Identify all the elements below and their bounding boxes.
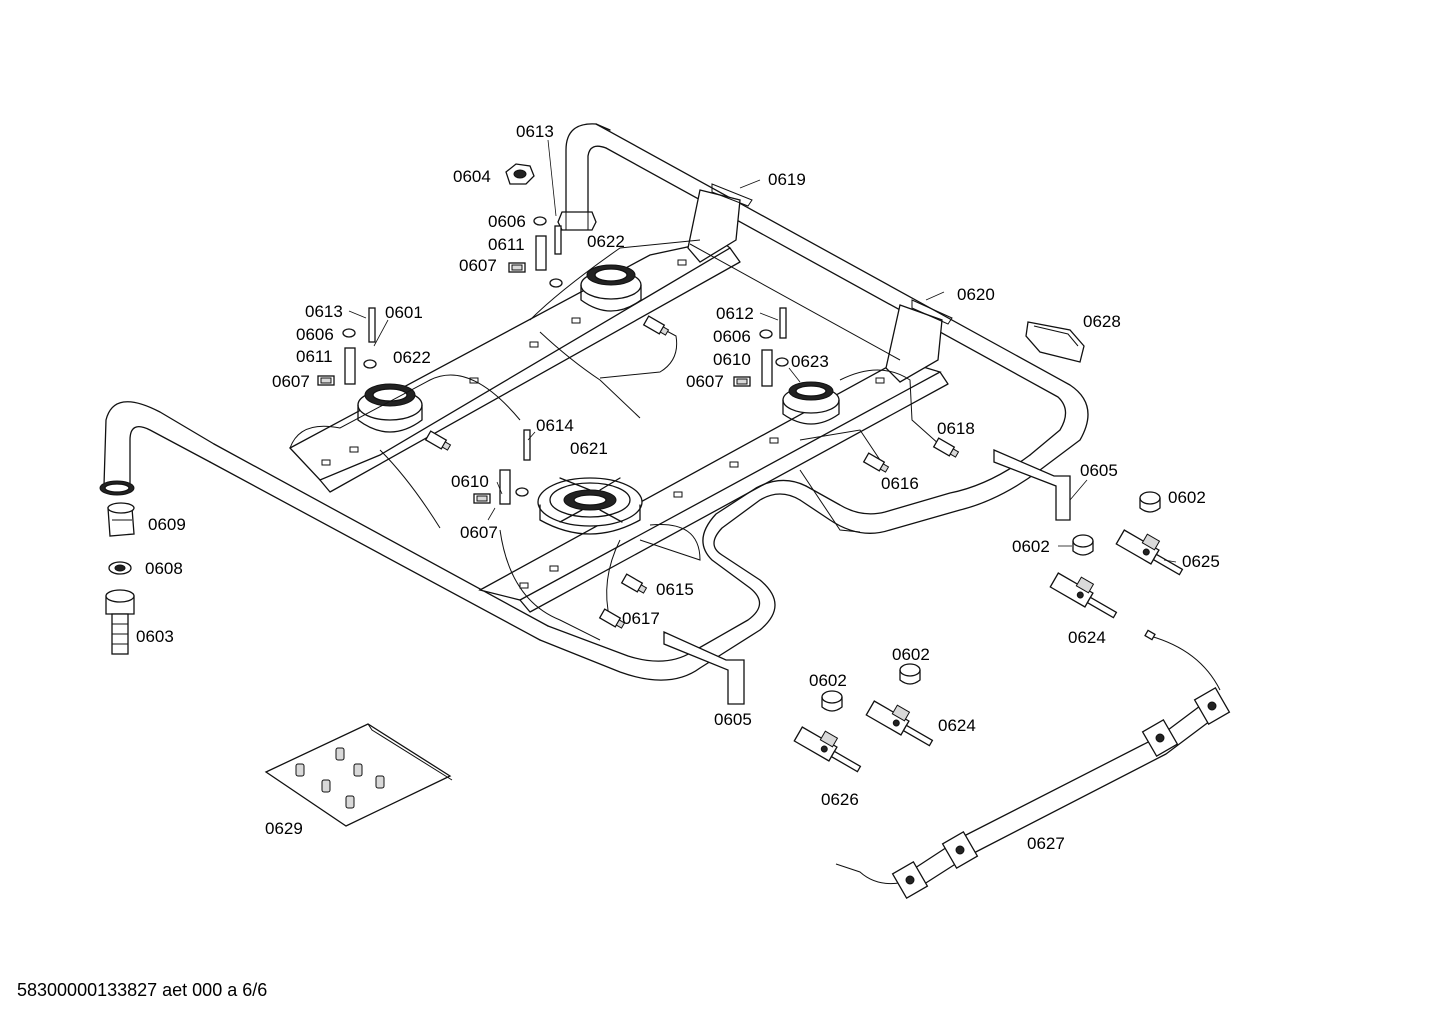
label-0605: 0605	[714, 710, 752, 729]
gas-tap-0624-right	[1049, 572, 1118, 619]
electrode-group-right	[733, 307, 789, 387]
burner-bars	[288, 239, 949, 613]
label-0606: 0606	[296, 325, 334, 344]
gas-tap-0626	[793, 726, 862, 773]
riser-nut	[557, 211, 597, 231]
injector-bag	[264, 723, 453, 827]
inlet-fittings	[105, 502, 135, 655]
burner-0621-wok	[537, 477, 643, 535]
label-0602: 0602	[1168, 488, 1206, 507]
label-0613: 0613	[305, 302, 343, 321]
label-0602: 0602	[892, 645, 930, 664]
label-0611: 0611	[488, 235, 525, 254]
label-0604: 0604	[453, 167, 491, 186]
label-0601: 0601	[385, 303, 423, 322]
leader-lines	[348, 139, 1177, 563]
pipe-connectors	[424, 315, 960, 629]
label-0609: 0609	[148, 515, 186, 534]
label-0614: 0614	[536, 416, 574, 435]
label-0608: 0608	[145, 559, 183, 578]
electrode-group-left	[317, 307, 377, 386]
label-0621: 0621	[570, 439, 608, 458]
label-0627: 0627	[1027, 834, 1065, 853]
label-0615: 0615	[656, 580, 694, 599]
label-0606: 0606	[713, 327, 751, 346]
label-0611: 0611	[296, 347, 333, 366]
document-reference: 58300000133827 aet 000 a 6/6	[17, 980, 268, 1000]
spacers	[821, 491, 1161, 712]
label-0610: 0610	[451, 472, 489, 491]
gas-tap-0625	[1115, 529, 1184, 576]
label-0624: 0624	[938, 716, 976, 735]
wiring	[289, 239, 941, 641]
ignition-switch	[1025, 321, 1085, 363]
label-0605: 0605	[1080, 461, 1118, 480]
label-0629: 0629	[265, 819, 303, 838]
burner-0622-back	[580, 264, 642, 312]
label-0603: 0603	[136, 627, 174, 646]
bracket-0605-right	[993, 449, 1071, 521]
electrode-group-back	[508, 216, 563, 288]
label-0610: 0610	[713, 350, 751, 369]
label-0613: 0613	[516, 122, 554, 141]
bracket-0605-left	[663, 630, 745, 705]
label-0618: 0618	[937, 419, 975, 438]
bracket-0619	[687, 183, 753, 263]
label-0623: 0623	[791, 352, 829, 371]
label-0606: 0606	[488, 212, 526, 231]
label-0607: 0607	[686, 372, 724, 391]
gas-manifold-tube	[99, 123, 1089, 681]
label-0607: 0607	[459, 256, 497, 275]
label-0617: 0617	[622, 609, 660, 628]
nut-0604	[505, 163, 535, 185]
label-0619: 0619	[768, 170, 806, 189]
label-0624: 0624	[1068, 628, 1106, 647]
label-0626: 0626	[821, 790, 859, 809]
label-0625: 0625	[1182, 552, 1220, 571]
label-0607: 0607	[272, 372, 310, 391]
label-0622: 0622	[587, 232, 625, 251]
label-0628: 0628	[1083, 312, 1121, 331]
label-0622: 0622	[393, 348, 431, 367]
label-0602: 0602	[1012, 537, 1050, 556]
part-labels: 0613 0604 0619 0606 0611 0622 0607 0620 …	[136, 122, 1220, 853]
ignition-harness	[835, 629, 1231, 900]
label-0616: 0616	[881, 474, 919, 493]
label-0602: 0602	[809, 671, 847, 690]
gas-tap-0624-left	[865, 700, 934, 747]
label-0612: 0612	[716, 304, 754, 323]
bracket-0620	[885, 299, 953, 383]
label-0607: 0607	[460, 523, 498, 542]
burner-0623	[782, 381, 840, 425]
electrode-group-front	[473, 429, 531, 505]
label-0620: 0620	[957, 285, 995, 304]
